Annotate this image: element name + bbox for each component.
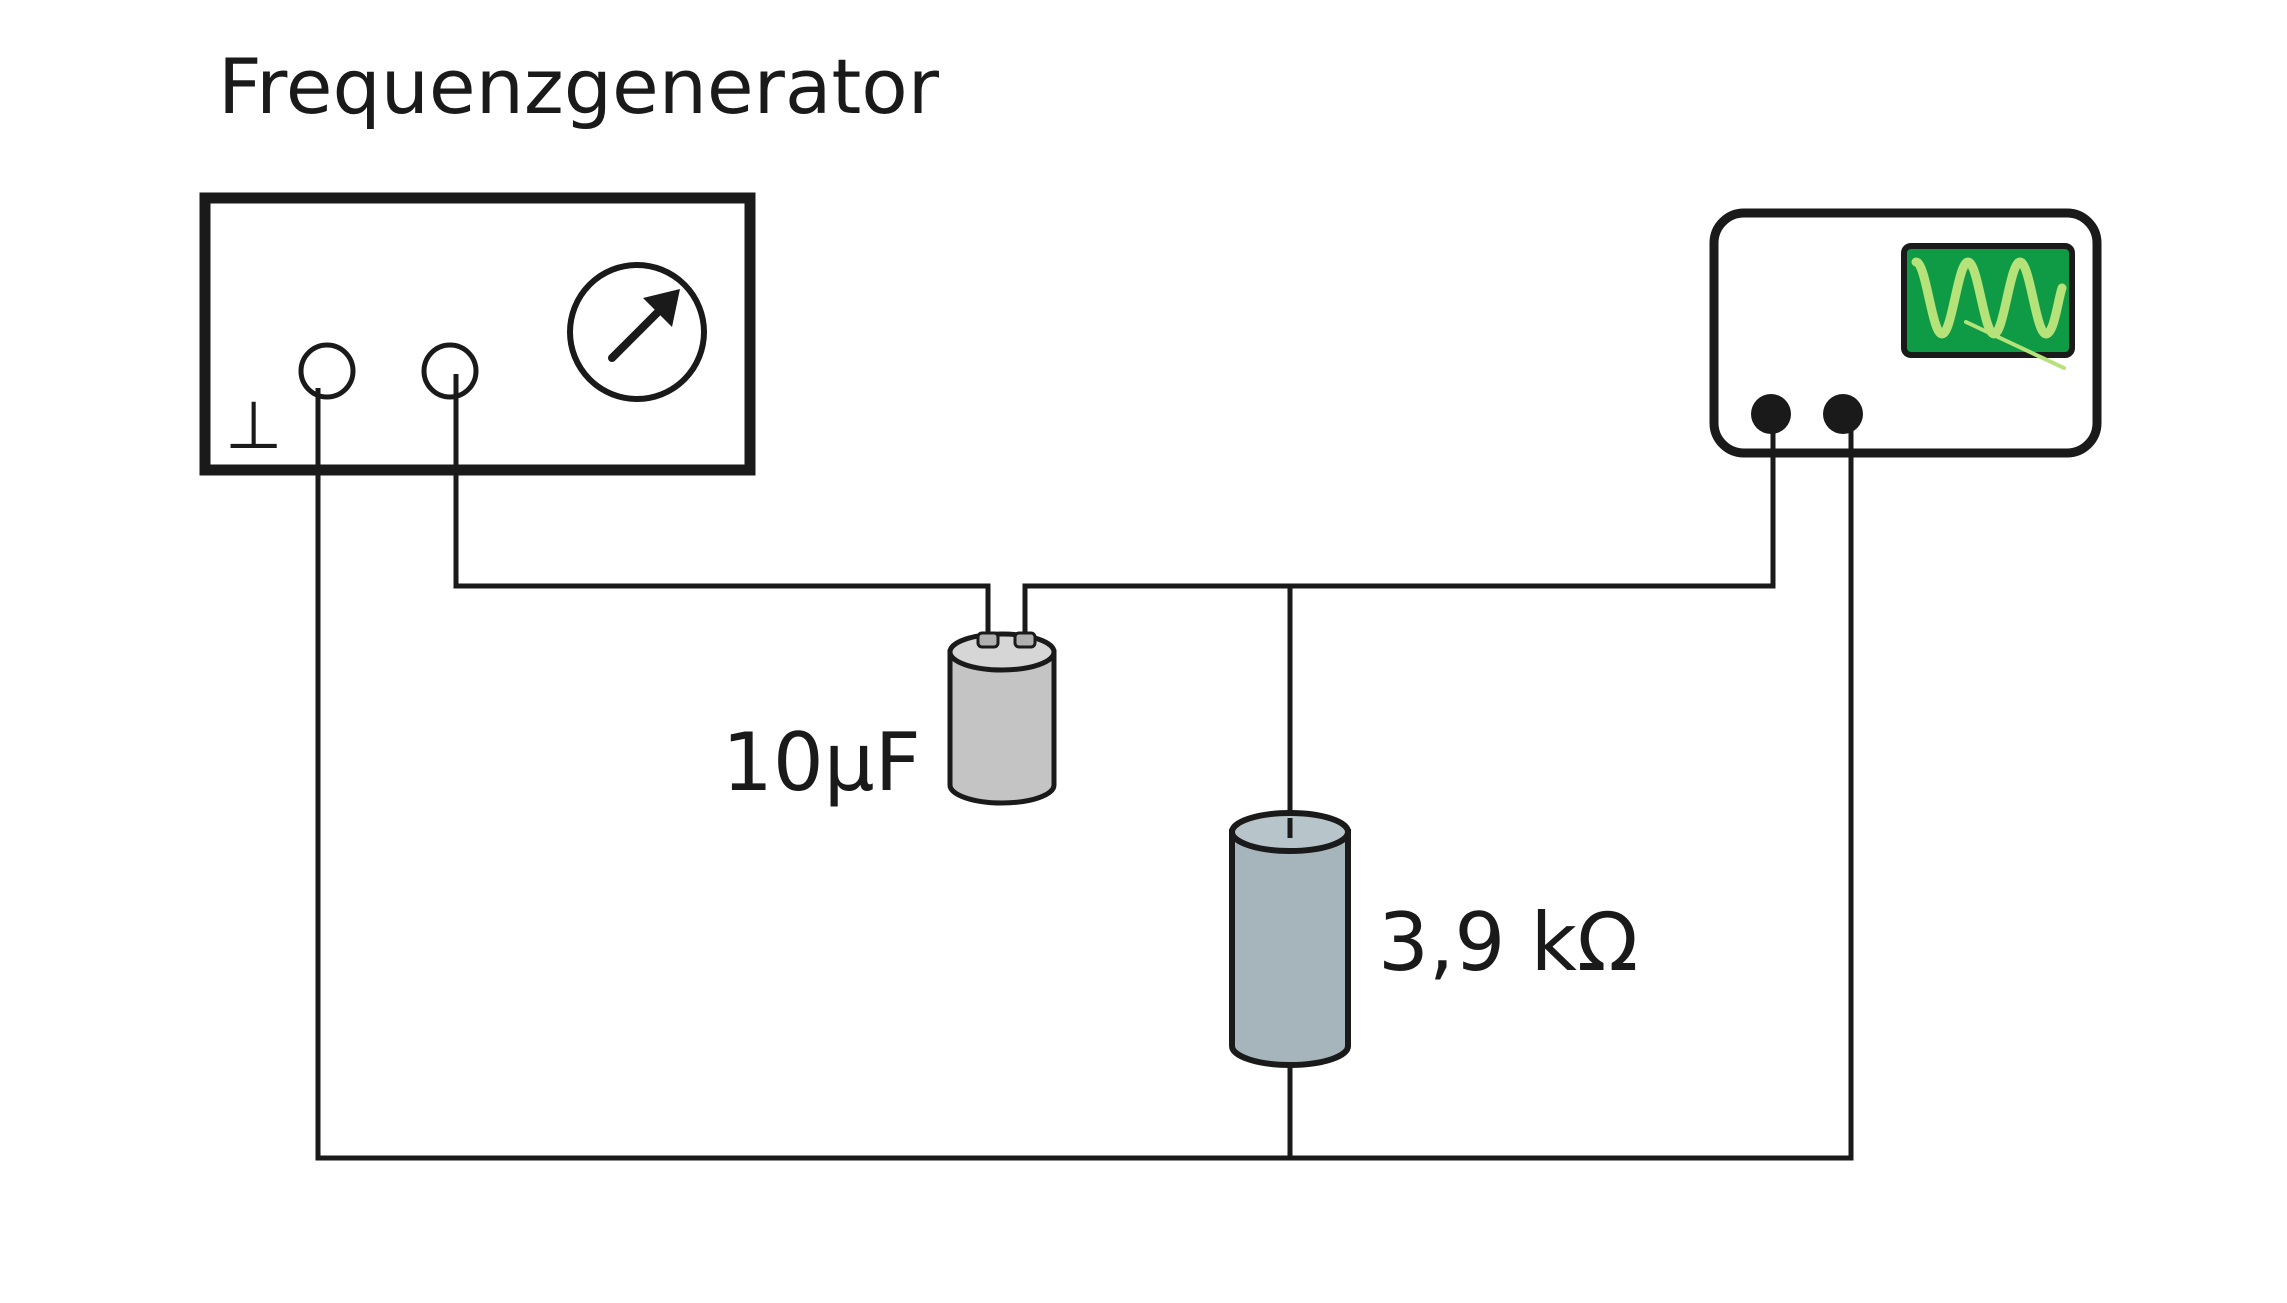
generator-output-wire bbox=[453, 374, 991, 632]
oscilloscope-trace-line bbox=[1964, 320, 2066, 370]
generator-dial-icon bbox=[567, 262, 707, 402]
capacitor bbox=[947, 631, 1057, 806]
oscilloscope bbox=[1709, 208, 2102, 458]
oscilloscope-input-2 bbox=[1823, 394, 1863, 434]
oscilloscope-input-1 bbox=[1751, 394, 1791, 434]
capacitor-body bbox=[947, 649, 1057, 806]
circuit-wires bbox=[315, 374, 1854, 1161]
capacitor-top bbox=[947, 631, 1057, 673]
generator-socket-ground bbox=[298, 342, 356, 400]
capacitor-terminal-right bbox=[1013, 631, 1037, 649]
resistor-label: 3,9 kΩ bbox=[1378, 896, 1638, 989]
ground-wire bbox=[315, 388, 1854, 1161]
capacitor-label: 10µF bbox=[722, 716, 921, 809]
ground-symbol: ⊥ bbox=[225, 387, 283, 464]
generator-title: Frequenzgenerator bbox=[218, 42, 940, 131]
resistor bbox=[1229, 810, 1351, 1068]
capacitor-to-scope-wire bbox=[1022, 420, 1776, 632]
frequency-generator: ⊥ bbox=[199, 192, 756, 476]
generator-socket-output bbox=[421, 342, 479, 400]
resistor-body bbox=[1229, 829, 1351, 1068]
capacitor-terminal-left bbox=[976, 631, 1000, 649]
